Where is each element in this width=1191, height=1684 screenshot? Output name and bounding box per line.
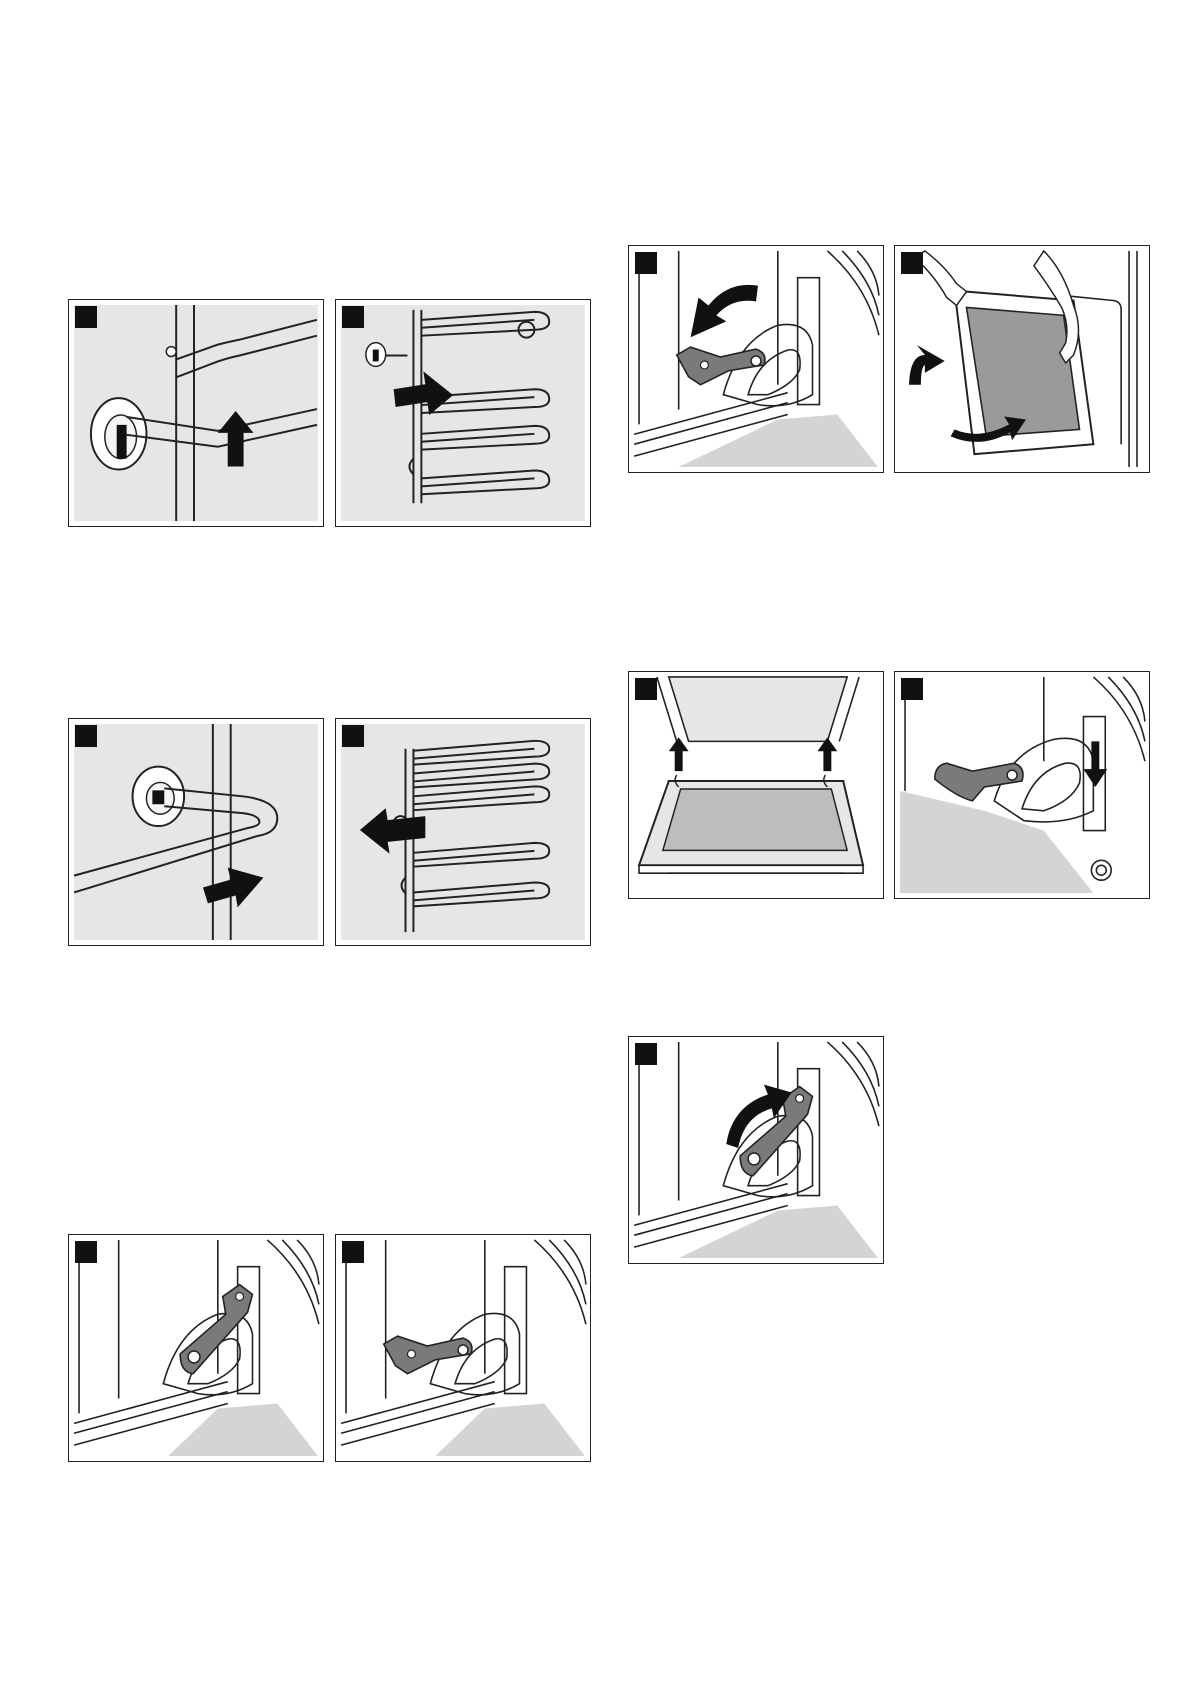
step-badge bbox=[635, 1043, 657, 1065]
door-refit-icon bbox=[629, 672, 883, 898]
hinge-lever-up-icon bbox=[69, 1235, 323, 1461]
illustration-panel-fit-rail-push bbox=[68, 718, 324, 946]
illustration-panel-hinge-lever-folded bbox=[335, 1234, 591, 1462]
rail-hook-push-icon bbox=[69, 719, 323, 945]
illustration-panel-hinge-lever-press-down bbox=[894, 671, 1150, 899]
step-badge bbox=[901, 678, 923, 700]
illustration-panel-hinge-lever-fold-up bbox=[628, 1036, 884, 1264]
illustration-panel-door-lift-off bbox=[894, 245, 1150, 473]
shelf-rail-pull-icon bbox=[336, 300, 590, 526]
hinge-lever-rotate-icon bbox=[629, 246, 883, 472]
door-lift-icon bbox=[895, 246, 1149, 472]
step-badge bbox=[75, 1241, 97, 1263]
step-badge bbox=[901, 252, 923, 274]
step-badge bbox=[75, 306, 97, 328]
shelf-rail-insert-icon bbox=[336, 719, 590, 945]
step-badge bbox=[342, 306, 364, 328]
step-badge bbox=[342, 725, 364, 747]
illustration-panel-remove-rail-lift bbox=[68, 299, 324, 527]
step-badge bbox=[635, 678, 657, 700]
illustration-panel-remove-rail-pull bbox=[335, 299, 591, 527]
step-badge bbox=[635, 252, 657, 274]
illustration-panel-hinge-lever-fold-down bbox=[628, 245, 884, 473]
hinge-lever-folded-icon bbox=[336, 1235, 590, 1461]
illustration-panel-fit-rail-insert bbox=[335, 718, 591, 946]
step-badge bbox=[342, 1241, 364, 1263]
illustration-panel-door-refit bbox=[628, 671, 884, 899]
illustration-panel-hinge-lever-up bbox=[68, 1234, 324, 1462]
rail-hook-lift-icon bbox=[69, 300, 323, 526]
step-badge bbox=[75, 725, 97, 747]
hinge-lever-up-rotate-icon bbox=[629, 1037, 883, 1263]
hinge-lever-down-icon bbox=[895, 672, 1149, 898]
